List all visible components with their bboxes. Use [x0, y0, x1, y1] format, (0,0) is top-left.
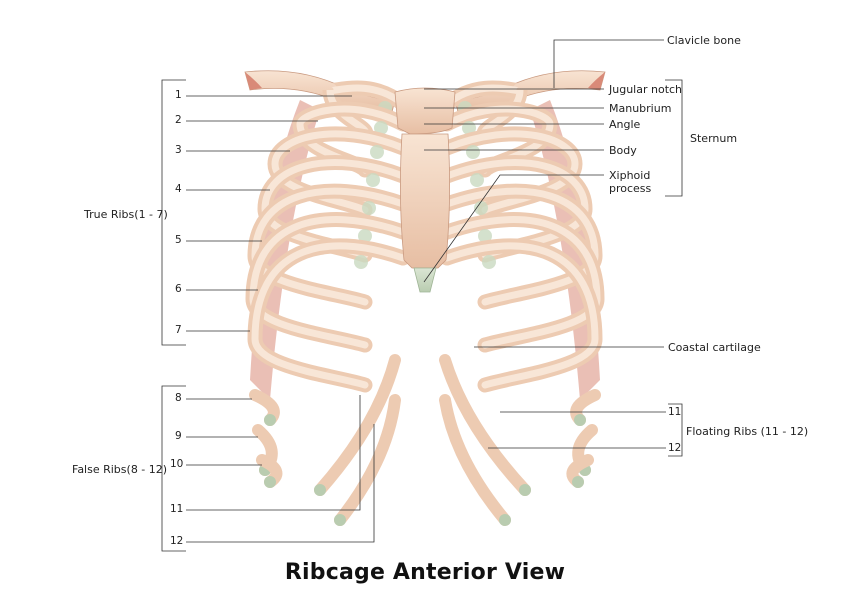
rib-cartilage-tip	[574, 414, 586, 426]
true-rib-highlight	[249, 216, 407, 349]
lower-rib	[314, 354, 401, 496]
lower-rib	[334, 394, 401, 526]
floating-rib-number-12: 12	[668, 442, 682, 454]
costal-cartilage-mark	[354, 255, 368, 269]
true-rib-highlight	[271, 130, 407, 214]
page-title: Ribcage Anterior View	[284, 560, 566, 585]
rib-number-7: 7	[175, 324, 182, 336]
costal-cartilage-mark	[362, 201, 376, 215]
rib-number-3: 3	[175, 144, 182, 156]
rib-cartilage-tip	[572, 476, 584, 488]
costal-cartilage-mark	[474, 201, 488, 215]
xiphoid-label-line2: process	[609, 182, 652, 195]
manubrium-label: Manubrium	[609, 102, 672, 115]
true-rib-highlight	[443, 187, 599, 306]
body-label: Body	[609, 144, 637, 157]
rib-number-6: 6	[175, 283, 182, 295]
rib-cartilage-tip	[314, 484, 326, 496]
clavicle-label: Clavicle bone	[667, 34, 741, 47]
coastal-cartilage-label: Coastal cartilage	[668, 341, 761, 354]
costal-cartilage-mark	[370, 145, 384, 159]
true-rib-highlight	[326, 84, 407, 140]
rib-cartilage-tip	[334, 514, 346, 526]
costal-cartilage-mark	[374, 121, 388, 135]
leader-lines	[161, 39, 683, 552]
rib-number-5: 5	[175, 234, 182, 246]
angle-label: Angle	[609, 118, 641, 131]
costal-cartilage-mark	[470, 173, 484, 187]
rib-arcs	[245, 80, 605, 526]
sternum-bone	[394, 87, 456, 293]
lower-rib	[439, 354, 531, 496]
false-ribs-label: False Ribs(8 - 12)	[72, 463, 168, 476]
costal-cartilage-mark	[478, 229, 492, 243]
rib-cartilage-tip	[264, 476, 276, 488]
floating-rib-number-11: 11	[668, 406, 682, 418]
sternum-label: Sternum	[690, 132, 738, 145]
costal-cartilage-mark	[358, 229, 372, 243]
rib-cartilage-tip	[519, 484, 531, 496]
rib-number-9: 9	[175, 430, 182, 442]
rib-number-12: 12	[170, 535, 184, 547]
true-rib-highlight	[251, 242, 407, 389]
jugular-notch-label: Jugular notch	[609, 83, 683, 96]
rib-cartilage-tip	[499, 514, 511, 526]
costal-cartilage-mark	[462, 121, 476, 135]
xiphoid-label-line1: Xiphoid	[609, 169, 651, 182]
rib-number-4: 4	[175, 183, 182, 195]
costal-cartilage-mark	[366, 173, 380, 187]
rib-number-2: 2	[175, 114, 182, 126]
costal-cartilage-mark	[482, 255, 496, 269]
lower-rib	[439, 394, 511, 526]
rib-number-11: 11	[170, 503, 184, 515]
rib-number-1: 1	[175, 89, 182, 101]
floating-ribs-label: Floating Ribs (11 - 12)	[686, 425, 809, 438]
costal-cartilage-mark	[466, 145, 480, 159]
rib-cartilage-tip	[264, 414, 276, 426]
clavicle-bones	[244, 70, 606, 113]
rib-number-10: 10	[170, 458, 184, 470]
true-rib-highlight	[443, 130, 579, 214]
rib-number-8: 8	[175, 392, 182, 404]
true-rib-highlight	[251, 187, 407, 306]
true-rib-highlight	[443, 242, 599, 389]
true-ribs-label: True Ribs(1 - 7)	[84, 208, 168, 221]
true-rib-highlight	[443, 216, 601, 349]
